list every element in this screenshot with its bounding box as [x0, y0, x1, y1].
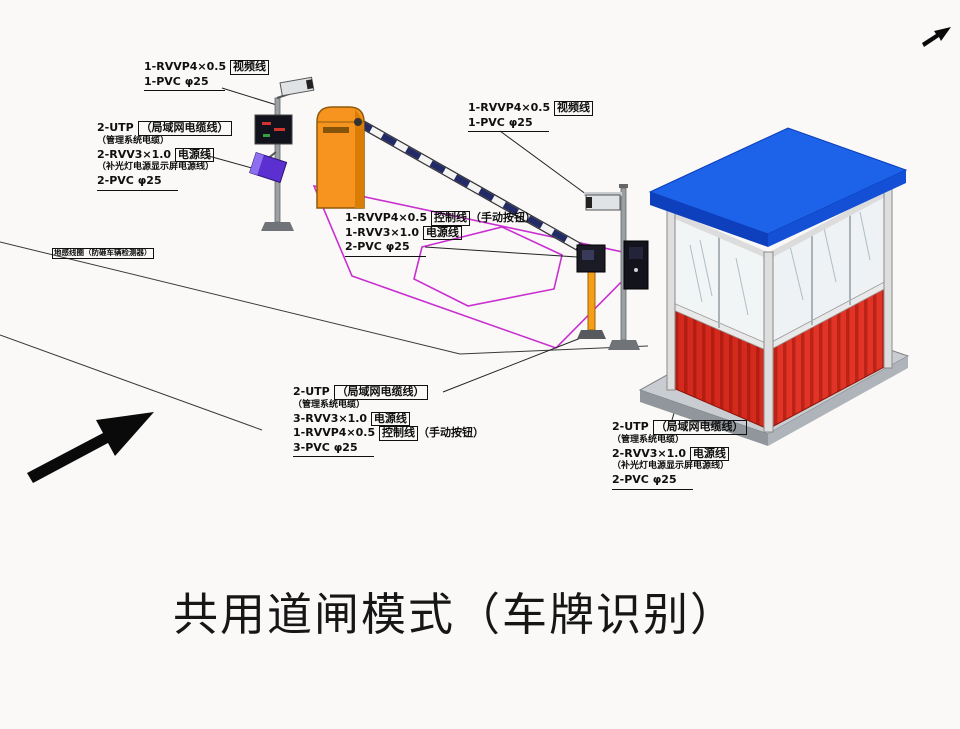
booth-frame	[666, 187, 893, 433]
booth-roof-edge-left	[650, 192, 768, 247]
cable-label-boxed: 控制线	[430, 211, 470, 226]
cable-label-boxed: 电源线	[689, 446, 729, 462]
cable-label: 1-RVVP4×0.5	[144, 60, 227, 73]
cable-label: 2-UTP	[612, 420, 649, 433]
guard-booth	[638, 127, 910, 446]
cabinet-slot	[323, 127, 349, 133]
direction-arrow-big	[27, 412, 154, 483]
callout-entry-pole-cables: 2-UTP （局域网电缆线） （管理系统电缆） 2-RVV3×1.0 电源线 （…	[97, 121, 232, 191]
cable-label: 1-RVVP4×0.5	[468, 101, 551, 114]
cable-label-boxed: 视频线	[229, 60, 269, 75]
callout-camera2-cable: 1-RVVP4×0.5 视频线 1-PVC φ25	[468, 101, 593, 133]
cable-note: （管理系统电缆）	[293, 399, 366, 410]
cable-label: 1-RVV3×1.0	[345, 225, 420, 239]
callout-lane-cables: 2-UTP （局域网电缆线） （管理系统电缆） 3-RVV3×1.0 电源线 1…	[293, 385, 484, 458]
cable-note: （管理系统电缆）	[97, 135, 170, 146]
cable-label-boxed: （局域网电缆线）	[137, 121, 232, 136]
pole-2-base	[608, 340, 640, 350]
ground-loop-coil	[413, 226, 563, 307]
cable-label-boxed: 控制线	[378, 426, 418, 441]
cable-label: 1-RVVP4×0.5	[345, 211, 428, 224]
cable-note: （管理系统电缆）	[612, 434, 685, 445]
callout-camera1-cable: 1-RVVP4×0.5 视频线 1-PVC φ25	[144, 60, 269, 92]
flood-light-icon	[249, 151, 288, 184]
booth-base-front-right	[768, 356, 908, 446]
booth-roof-edge-right	[768, 170, 906, 247]
glass-streaks	[689, 211, 871, 316]
cable-label-boxed: （局域网电缆线）	[333, 385, 428, 400]
cable-label: 1-RVVP4×0.5	[293, 426, 376, 440]
pole-1-base	[261, 222, 294, 231]
cable-note: （补光灯电源显示屏电源线）	[97, 162, 215, 173]
cable-label: 2-RVV3×1.0	[97, 147, 172, 161]
cable-note: （手动按钮）	[469, 211, 536, 224]
cable-label: 2-RVV3×1.0	[612, 446, 687, 460]
exit-camera-pole	[584, 184, 649, 350]
booth-base-front-left	[640, 390, 768, 446]
cable-note: （手动按钮）	[417, 426, 484, 440]
callout-barrier-cables: 1-RVVP4×0.5 控制线（手动按钮） 1-RVV3×1.0 电源线 2-P…	[345, 211, 536, 257]
conduit-label: 1-PVC φ25	[468, 116, 549, 133]
booth-wall-left-corrugation	[671, 307, 768, 429]
cable-label-boxed: 电源线	[422, 225, 462, 241]
manual-button-post	[576, 244, 606, 339]
cable-label-boxed: （局域网电缆线）	[652, 420, 747, 435]
direction-arrow-small	[922, 27, 951, 47]
ground-loop-label: 地感线圈（防砸车辆检测器）	[52, 248, 154, 259]
cable-label-boxed: 视频线	[553, 101, 593, 116]
cable-note: （补光灯电源显示屏电源线）	[612, 461, 730, 472]
lpr-camera-2-icon	[584, 192, 622, 211]
callout-booth-cables: 2-UTP （局域网电缆线） （管理系统电缆） 2-RVV3×1.0 电源线 （…	[612, 420, 747, 490]
barrier-arm	[355, 118, 591, 256]
button-post-base	[577, 330, 606, 339]
window-mullions	[718, 211, 851, 328]
cable-label-boxed: 电源线	[370, 411, 410, 427]
cable-label: 3-RVV3×1.0	[293, 411, 368, 425]
callout-ground-loop: 地感线圈（防砸车辆检测器）	[52, 248, 154, 259]
cable-label: 2-UTP	[293, 385, 330, 398]
cable-label: 2-UTP	[97, 121, 134, 134]
conduit-label: 2-PVC φ25	[97, 174, 178, 191]
conduit-label: 2-PVC φ25	[612, 473, 693, 490]
button-post-pole	[587, 271, 596, 331]
lpr-camera-1-icon	[279, 76, 315, 97]
conduit-label: 3-PVC φ25	[293, 441, 374, 458]
control-box-icon	[623, 240, 649, 290]
led-display-icon	[254, 114, 293, 145]
entry-camera-pole	[249, 76, 315, 231]
arm-pivot	[354, 118, 362, 126]
cable-label-boxed: 电源线	[174, 147, 214, 163]
conduit-label: 2-PVC φ25	[345, 240, 426, 257]
conduit-label: 1-PVC φ25	[144, 75, 225, 92]
booth-wall-right-corrugation	[768, 285, 888, 429]
barrier-gate-cabinet	[316, 106, 365, 209]
button-box-icon	[576, 244, 606, 273]
diagram-title: 共用道闸模式（车牌识别）	[172, 588, 738, 641]
